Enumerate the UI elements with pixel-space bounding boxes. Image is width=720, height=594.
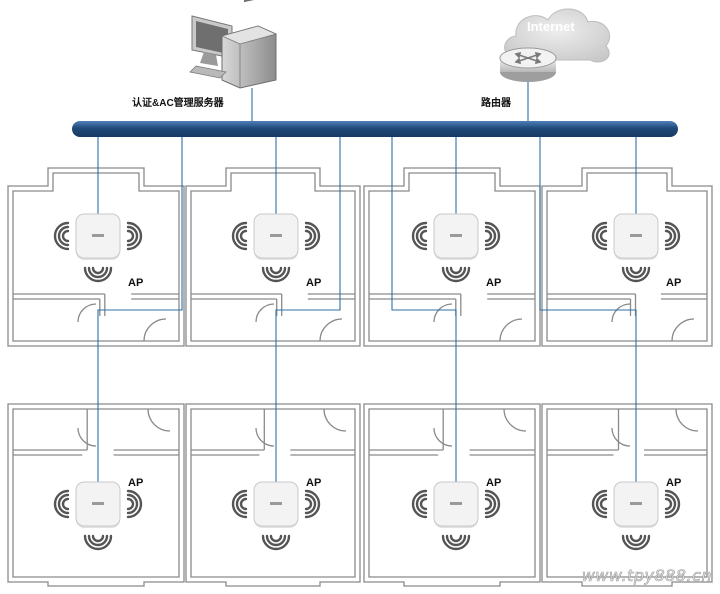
wifi-signal-icon: [304, 221, 321, 251]
internet-label: Internet: [527, 19, 575, 34]
access-point-icon: [411, 213, 501, 283]
wifi-signal-icon: [83, 266, 113, 283]
wifi-signal-icon: [441, 534, 471, 551]
wifi-signal-icon: [591, 221, 608, 251]
access-points: [53, 213, 681, 551]
room: [363, 403, 541, 587]
wifi-signal-icon: [231, 489, 248, 519]
room: [541, 403, 713, 587]
wifi-signal-icon: [621, 534, 651, 551]
room: [363, 167, 541, 347]
computer-icon: [189, 0, 278, 89]
wifi-signal-icon: [231, 221, 248, 251]
room: [541, 167, 713, 347]
cable: [539, 137, 637, 484]
ap-label: AP: [666, 277, 682, 289]
wifi-signal-icon: [484, 221, 501, 251]
access-point-icon: [53, 481, 143, 551]
network-cables: [97, 137, 637, 484]
wifi-signal-icon: [304, 489, 321, 519]
cable: [97, 137, 183, 484]
ap-label: AP: [128, 477, 144, 489]
wifi-signal-icon: [591, 489, 608, 519]
room: [7, 167, 185, 347]
ap-label: AP: [486, 477, 502, 489]
access-point-icon: [231, 213, 321, 283]
wifi-signal-icon: [53, 489, 70, 519]
wifi-signal-icon: [484, 489, 501, 519]
wifi-signal-icon: [664, 489, 681, 519]
access-point-icon: [591, 213, 681, 283]
room: [185, 403, 361, 587]
ap-label: AP: [486, 277, 502, 289]
room: [7, 403, 185, 587]
wifi-signal-icon: [126, 221, 143, 251]
router-label: 路由器: [481, 98, 511, 109]
ap-label: AP: [306, 277, 322, 289]
cable: [275, 137, 341, 484]
wifi-signal-icon: [411, 489, 428, 519]
wifi-signal-icon: [621, 266, 651, 283]
access-point-icon: [411, 481, 501, 551]
server-label: 认证&AC管理服务器: [132, 98, 224, 109]
wifi-signal-icon: [664, 221, 681, 251]
router-icon: [499, 47, 557, 82]
floor-plan: [7, 167, 713, 587]
ap-label: AP: [666, 477, 682, 489]
wifi-signal-icon: [441, 266, 471, 283]
ap-label: AP: [128, 277, 144, 289]
ap-label: AP: [306, 477, 322, 489]
wifi-signal-icon: [83, 534, 113, 551]
wifi-signal-icon: [53, 221, 70, 251]
wifi-signal-icon: [411, 221, 428, 251]
backbone-bus: [72, 80, 678, 137]
room: [185, 167, 361, 347]
cable: [391, 137, 457, 484]
wifi-signal-icon: [261, 266, 291, 283]
watermark: www.tpy888.cn: [581, 566, 712, 586]
access-point-icon: [231, 481, 321, 551]
access-point-icon: [591, 481, 681, 551]
wifi-signal-icon: [261, 534, 291, 551]
access-point-icon: [53, 213, 143, 283]
wifi-signal-icon: [126, 489, 143, 519]
